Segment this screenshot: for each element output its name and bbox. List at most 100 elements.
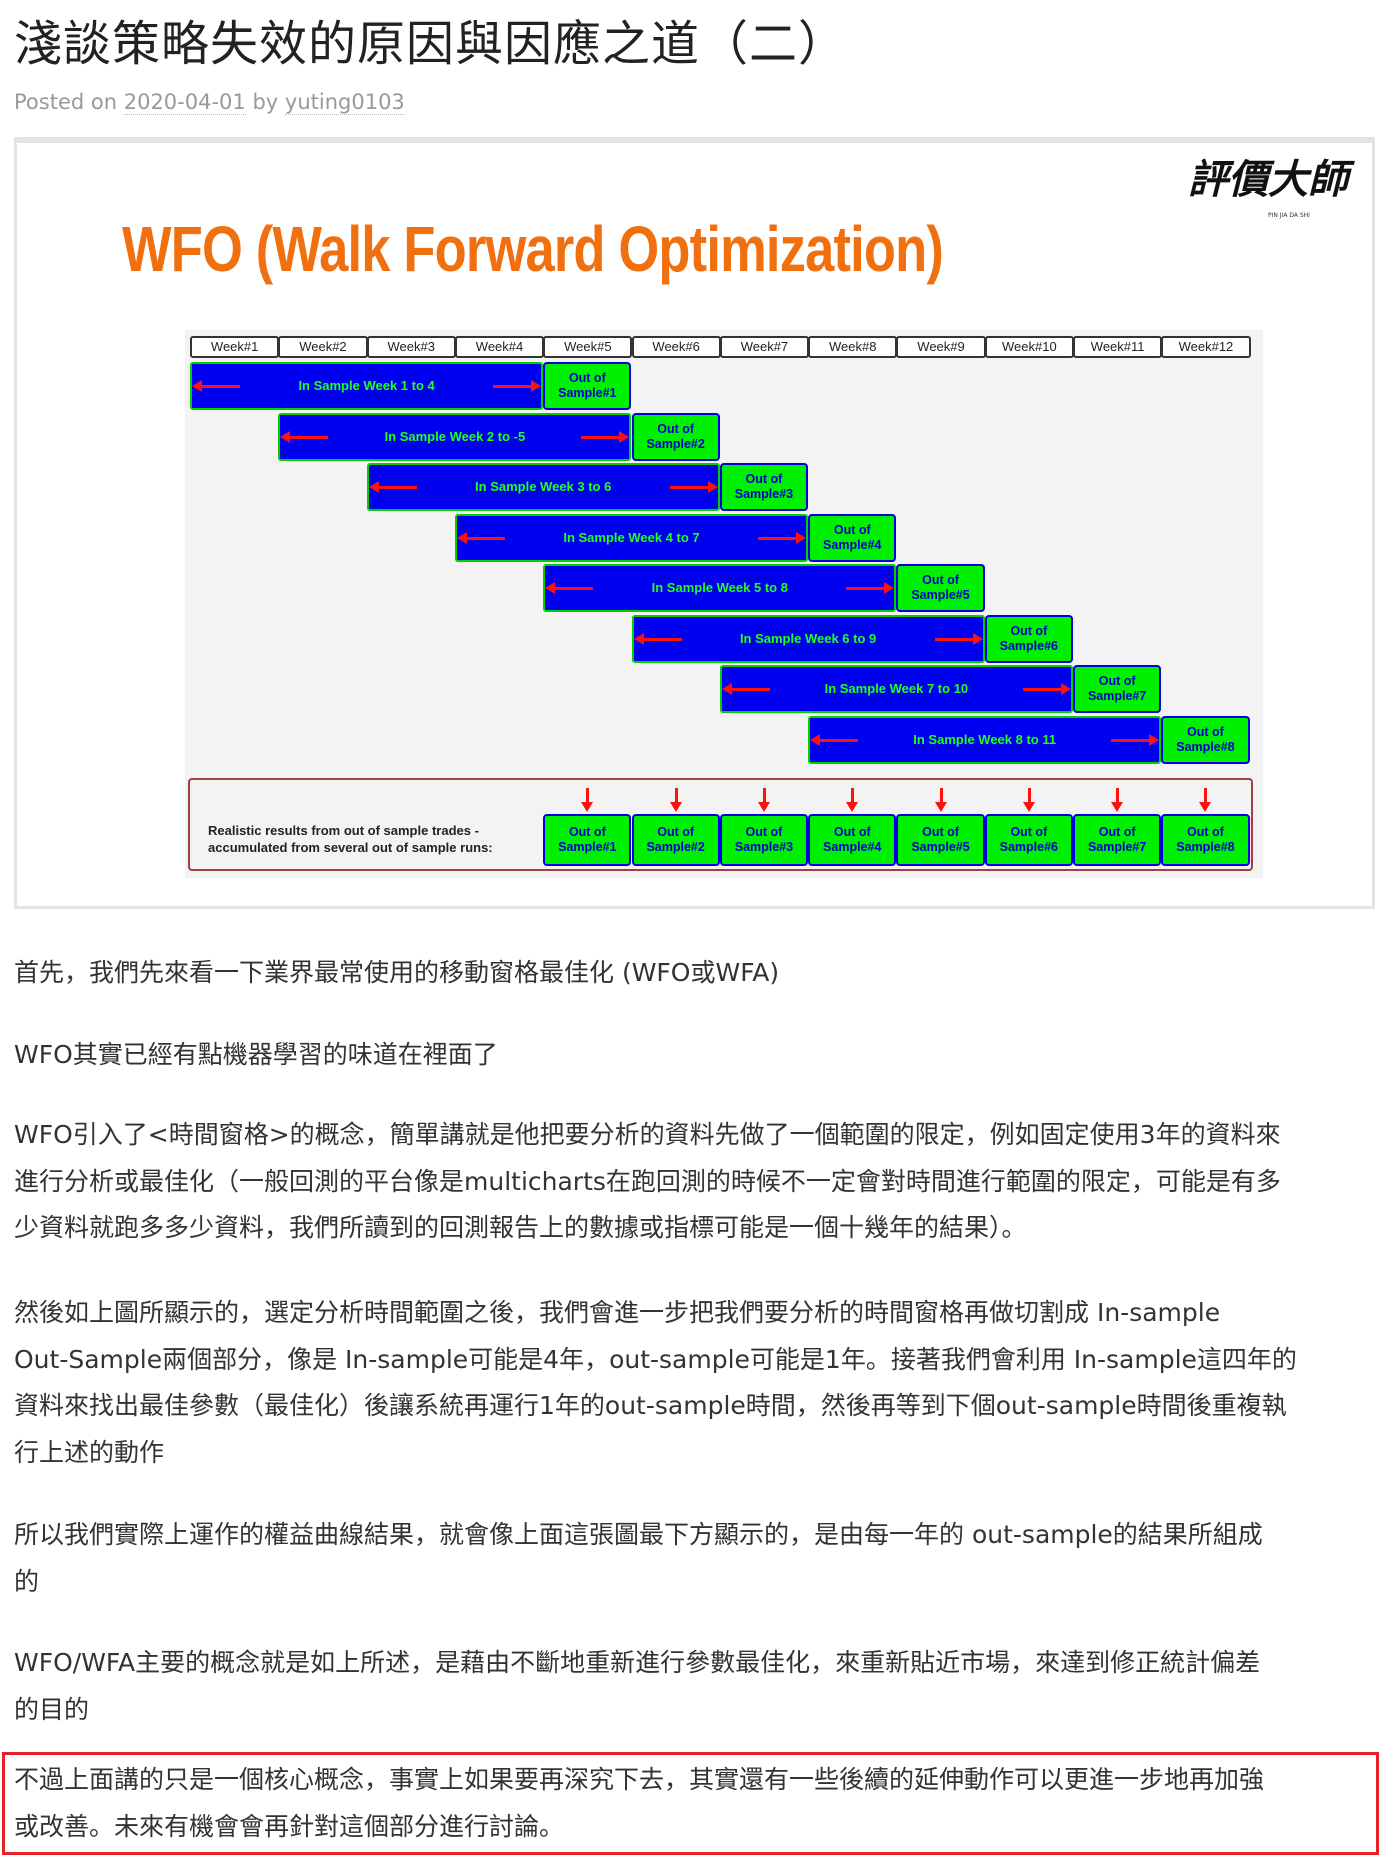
week-header: Week#11 [1073,336,1163,358]
highlighted-paragraph: 不過上面講的只是一個核心概念，事實上如果要再深究下去，其實還有一些後續的延伸動作… [14,1757,1264,1850]
in-sample-bar: In Sample Week 4 to 7 [454,513,809,562]
in-sample-label: In Sample Week 7 to 10 [824,681,969,696]
oos-line1: Out of [833,825,871,839]
oos-line1: Out of [922,825,959,839]
arrow-left-icon [633,632,682,645]
in-sample-bar: In Sample Week 1 to 4 [190,362,544,410]
oos-line1: Out of [568,825,606,839]
arrow-left-icon [456,531,505,544]
by-label: by [252,90,279,114]
arrow-right-icon [581,430,630,443]
figure-title: WFO (Walk Forward Optimization) [122,213,944,285]
paragraph-line: 然後如上圖所顯示的，選定分析時間範圍之後，我們會進一步把我們要分析的時間窗格再做… [14,1298,1221,1327]
oos-line1: Out of [1187,825,1224,839]
paragraph-line: 的目的 [14,1694,90,1724]
in-sample-bar: In Sample Week 2 to -5 [278,412,632,461]
arrow-down-icon [846,788,859,812]
arrow-right-icon [934,632,983,645]
arrow-right-icon [846,582,895,594]
oos-line1: Out of [657,421,695,436]
paragraph: 所以我們實際上運作的權益曲線結果，就會像上面這張圖最下方顯示的，是由每一年的 o… [14,1512,1263,1605]
week-header: Week#10 [984,336,1074,358]
oos-line1: Out of [1010,825,1048,839]
in-sample-label: In Sample Week 2 to -5 [384,428,526,444]
paragraph-line: 不過上面講的只是一個核心概念，事實上如果要再深究下去，其實還有一些後續的延伸動作… [14,1765,1265,1794]
arrow-down-icon [1111,788,1124,812]
arrow-right-icon [758,531,807,544]
posted-on-label: Posted on [14,90,118,114]
oos-line2: Sample#8 [1176,840,1235,854]
paragraph: WFO/WFA主要的概念就是如上所述，是藉由不斷地重新進行參數最佳化，來重新貼近… [14,1640,1260,1733]
oos-line2: Sample#5 [911,588,970,602]
result-line-2: accumulated from several out of sample r… [208,840,493,855]
paragraph: WFO引入了<時間窗格>的概念，簡單講就是他把要分析的資料先做了一個範圍的限定，… [14,1112,1281,1252]
paragraph: 首先，我們先來看一下業界最常使用的移動窗格最佳化 (WFO或WFA) [14,950,779,997]
week-header: Week#12 [1161,336,1251,358]
arrow-right-icon [1111,733,1160,746]
arrow-down-icon [757,788,770,812]
in-sample-label: In Sample Week 5 to 8 [651,580,788,595]
oos-line1: Out of [568,371,606,385]
logo-subtext: PIN JIA DA SHI [1268,212,1310,219]
arrow-left-icon [545,582,594,594]
oos-line2: Sample#6 [999,638,1059,653]
paragraph-line: 資料來找出最佳參數（最佳化）後讓系統再運行1年的out-sample時間，然後再… [14,1391,1287,1420]
result-text: Realistic results from out of sample tra… [208,822,493,856]
in-sample-bar: In Sample Week 8 to 11 [808,715,1162,764]
oos-line1: Out of [833,522,871,537]
paragraph-line: WFO引入了<時間窗格>的概念，簡單講就是他把要分析的資料先做了一個範圍的限定，… [14,1120,1281,1149]
author-link[interactable]: yuting0103 [284,90,405,115]
oos-line1: Out of [745,825,783,839]
in-sample-label: In Sample Week 6 to 9 [739,630,877,646]
paragraph: 然後如上圖所顯示的，選定分析時間範圍之後，我們會進一步把我們要分析的時間窗格再做… [14,1290,1297,1476]
oos-line2: Sample#8 [1176,739,1235,754]
post-meta: Posted on 2020-04-01 by yuting0103 [14,90,405,115]
paragraph-line: 行上述的動作 [14,1437,165,1467]
paragraph-line: 首先，我們先來看一下業界最常使用的移動窗格最佳化 (WFO或WFA) [14,958,780,987]
paragraph-line: 進行分析或最佳化（一般回測的平台像是multicharts在跑回測的時候不一定會… [14,1166,1281,1196]
paragraph-line: 少資料就跑多多少資料，我們所讀到的回測報告上的數據或指標可能是一個十幾年的結果）… [14,1213,1027,1242]
result-line-1: Realistic results from out of sample tra… [208,823,479,838]
oos-line1: Out of [1098,825,1136,839]
week-header: Week#1 [190,336,280,358]
arrow-left-icon [192,380,240,392]
arrow-down-icon [934,788,947,812]
result-box [188,778,1253,871]
paragraph: WFO其實已經有點機器學習的味道在裡面了 [14,1032,498,1079]
arrow-left-icon [810,733,859,746]
arrow-down-icon [1199,788,1212,812]
post-date-link[interactable]: 2020-04-01 [123,90,246,115]
week-header: Week#4 [454,336,545,358]
oos-line1: Out of [1010,623,1048,638]
week-header: Week#7 [719,336,810,358]
in-sample-label: In Sample Week 3 to 6 [475,479,612,494]
oos-line2: Sample#1 [558,840,617,854]
oos-line2: Sample#7 [1087,689,1147,703]
arrow-down-icon [669,788,682,812]
oos-line2: Sample#7 [1087,840,1147,854]
paragraph-line: 的 [14,1566,40,1596]
in-sample-label: In Sample Week 8 to 11 [913,731,1057,747]
in-sample-bar: In Sample Week 5 to 8 [543,564,897,612]
highlight-box [2,1752,1379,1855]
oos-line2: Sample#2 [646,436,705,451]
oos-line2: Sample#3 [734,840,794,854]
week-header: Week#2 [278,336,368,358]
paragraph-line: 所以我們實際上運作的權益曲線結果，就會像上面這張圖最下方顯示的，是由每一年的 o… [14,1520,1263,1549]
arrow-down-icon [581,788,594,812]
arrow-left-icon [368,481,417,493]
oos-line2: Sample#3 [734,487,794,501]
arrow-down-icon [1022,788,1035,812]
in-sample-label: In Sample Week 4 to 7 [563,529,700,545]
